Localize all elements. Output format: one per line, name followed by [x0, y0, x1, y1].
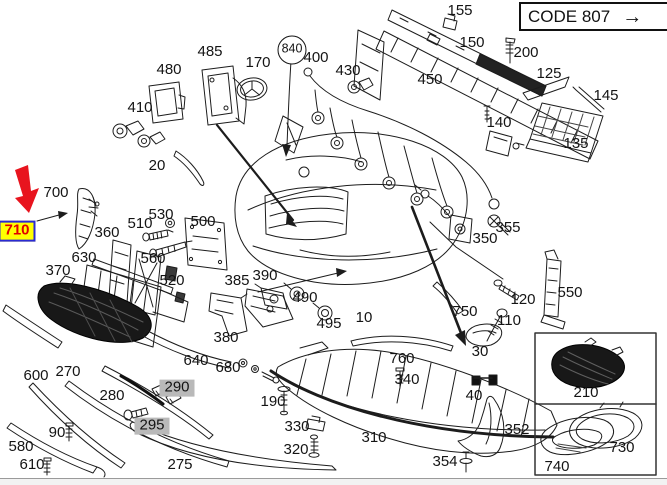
drawing-modules: [148, 65, 247, 126]
drawing-star-badge: [236, 77, 304, 154]
part-label-600[interactable]: 600: [23, 367, 49, 385]
part-label-355[interactable]: 355: [495, 219, 521, 237]
part-label-135[interactable]: 135: [563, 135, 589, 153]
part-label-750[interactable]: 750: [452, 303, 478, 321]
part-label-145[interactable]: 145: [593, 87, 619, 105]
part-label-730[interactable]: 730: [609, 439, 635, 457]
part-label-480[interactable]: 480: [156, 61, 182, 79]
part-label-320[interactable]: 320: [283, 441, 309, 459]
part-label-710[interactable]: 710: [0, 220, 36, 242]
part-label-295[interactable]: 295: [134, 417, 170, 435]
right-arrow-icon: →: [622, 5, 643, 28]
part-label-700[interactable]: 700: [43, 184, 69, 202]
part-label-390[interactable]: 390: [252, 267, 278, 285]
part-label-410[interactable]: 410: [127, 99, 153, 117]
part-label-155[interactable]: 155: [447, 2, 473, 20]
drawing-lower-brackets: [142, 288, 294, 384]
part-label-340[interactable]: 340: [394, 371, 420, 389]
part-label-430[interactable]: 430: [335, 62, 361, 80]
drawing-bumper-cover: [234, 132, 468, 285]
part-label-640[interactable]: 640: [183, 352, 209, 370]
part-label-630[interactable]: 630: [71, 249, 97, 267]
drawing-pointers: [36, 60, 504, 346]
part-label-760[interactable]: 760: [389, 350, 415, 368]
part-label-610[interactable]: 610: [19, 456, 45, 474]
part-label-510[interactable]: 510: [127, 215, 153, 233]
code-label: CODE 807: [528, 6, 611, 26]
part-label-280[interactable]: 280: [99, 387, 125, 405]
part-label-490[interactable]: 490: [292, 289, 318, 307]
part-label-140[interactable]: 140: [486, 114, 512, 132]
drawing-fasteners-mid: [142, 218, 193, 304]
drawing-plate-500: [184, 217, 228, 271]
part-label-330[interactable]: 330: [284, 418, 310, 436]
part-label-485[interactable]: 485: [197, 43, 223, 61]
drawing-grille-370: [2, 258, 189, 349]
part-label-352[interactable]: 352: [504, 421, 530, 439]
part-label-190[interactable]: 190: [260, 393, 286, 411]
part-label-10[interactable]: 10: [355, 309, 373, 327]
part-label-210[interactable]: 210: [573, 384, 599, 402]
part-label-500[interactable]: 500: [190, 213, 216, 231]
part-label-150[interactable]: 150: [459, 34, 485, 52]
part-label-110[interactable]: 110: [497, 312, 521, 330]
part-label-550[interactable]: 550: [557, 284, 583, 302]
part-label-170[interactable]: 170: [245, 54, 271, 72]
part-label-580[interactable]: 580: [8, 438, 34, 456]
part-label-90[interactable]: 90: [48, 424, 66, 442]
part-label-200[interactable]: 200: [513, 44, 539, 62]
attention-arrow-icon: [15, 165, 39, 213]
drawing-upper-bars: [353, 9, 599, 160]
part-label-275[interactable]: 275: [167, 456, 193, 474]
part-label-370[interactable]: 370: [45, 262, 71, 280]
part-label-30[interactable]: 30: [471, 343, 489, 361]
part-label-40[interactable]: 40: [465, 387, 483, 405]
drawing-right-parts: [350, 37, 605, 458]
drawing-trim-strips: [6, 365, 337, 478]
part-label-270[interactable]: 270: [55, 363, 81, 381]
part-label-125[interactable]: 125: [536, 65, 562, 83]
part-label-290[interactable]: 290: [159, 379, 195, 397]
part-label-520[interactable]: 520: [159, 272, 185, 290]
part-label-450[interactable]: 450: [417, 71, 443, 89]
part-label-840[interactable]: 840: [277, 35, 307, 65]
part-label-354[interactable]: 354: [432, 453, 458, 471]
part-label-310[interactable]: 310: [361, 429, 387, 447]
part-label-385[interactable]: 385: [224, 272, 250, 290]
part-label-530[interactable]: 530: [148, 206, 174, 224]
drawing-harness-400: [303, 67, 500, 219]
window-edge: [0, 478, 667, 485]
part-label-20[interactable]: 20: [148, 157, 166, 175]
part-label-120[interactable]: 120: [510, 291, 536, 309]
drawing-sensors: [112, 77, 374, 321]
part-label-350[interactable]: 350: [472, 230, 498, 248]
code-box: CODE 807 →: [519, 2, 667, 31]
part-label-495[interactable]: 495: [316, 315, 342, 333]
part-label-740[interactable]: 740: [544, 458, 570, 476]
part-label-400[interactable]: 400: [303, 49, 329, 67]
part-label-680[interactable]: 680: [215, 359, 241, 377]
part-label-560[interactable]: 560: [140, 250, 166, 268]
drawing-inset-boxes: [534, 332, 657, 476]
part-label-380[interactable]: 380: [213, 329, 239, 347]
part-label-360[interactable]: 360: [94, 224, 120, 242]
